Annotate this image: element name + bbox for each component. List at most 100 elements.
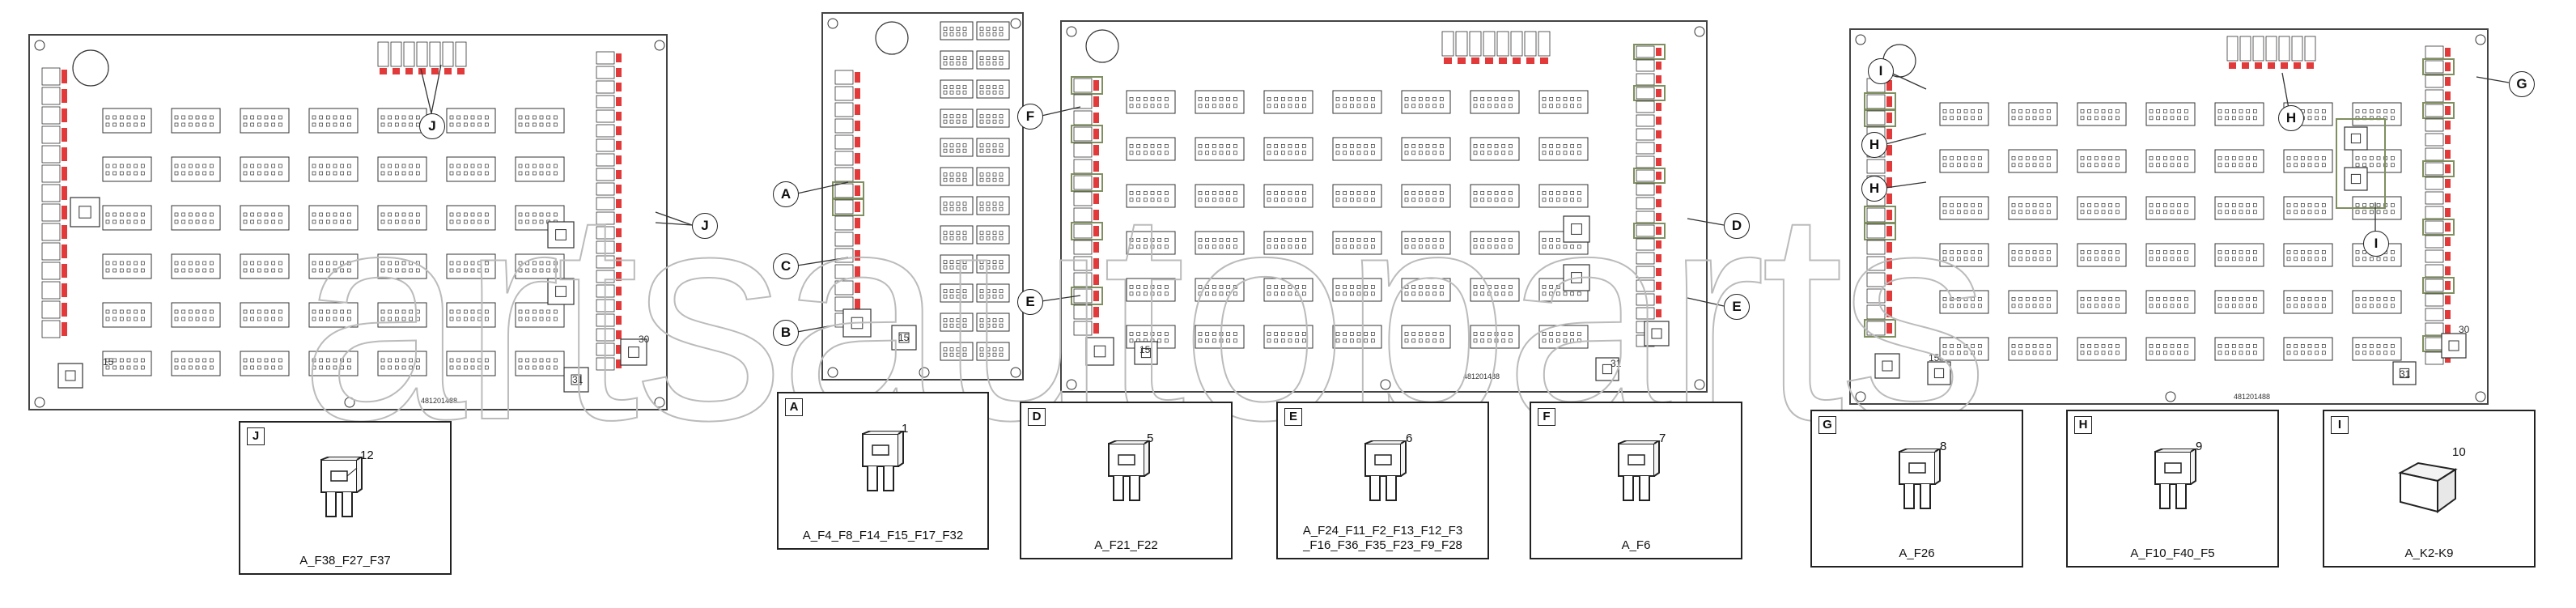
fuse-slot xyxy=(2425,45,2444,59)
mount-screw xyxy=(654,397,665,408)
fuse-red-marker xyxy=(1093,323,1099,334)
mount-screw xyxy=(34,40,45,51)
fuse-red-marker xyxy=(616,243,622,252)
fuse-slot xyxy=(1636,252,1655,265)
fuse-red-marker xyxy=(855,202,860,212)
legend-box-j: J 12 A_F38_F27_F37 xyxy=(239,421,452,575)
fuse-red-marker xyxy=(1093,161,1099,172)
connector-block xyxy=(377,156,427,182)
relay-socket xyxy=(891,325,917,351)
fuse-red-marker xyxy=(616,185,622,193)
fuse-red-marker xyxy=(2445,325,2451,334)
legend-label: A_F10_F40_F5 xyxy=(2130,546,2215,560)
relay-socket xyxy=(1644,321,1670,347)
fuse-slot xyxy=(596,211,615,225)
connector-block xyxy=(940,167,974,186)
fuse-slot xyxy=(41,281,61,300)
connector-block xyxy=(2008,149,2058,173)
fuse-slot xyxy=(1636,279,1655,292)
callout-i-top: I xyxy=(1868,58,1894,84)
fuse-red-marker xyxy=(444,68,452,74)
connector-block xyxy=(940,225,974,244)
fuse-slot xyxy=(2425,235,2444,249)
fuse-slot xyxy=(2425,278,2444,292)
connector-block xyxy=(1195,184,1245,208)
connector-block xyxy=(2214,290,2264,314)
connector-block xyxy=(940,313,974,332)
blade-fuse-icon xyxy=(1899,449,1942,509)
connector-block xyxy=(377,351,427,376)
connector-block xyxy=(2077,243,2127,267)
connector-block xyxy=(102,302,152,328)
fuse-slot xyxy=(1866,223,1886,239)
fuse-red-marker xyxy=(1540,57,1548,64)
relay-30-label-b4: 30 xyxy=(2459,324,2470,335)
connector-block xyxy=(976,79,1010,99)
fuse-slot xyxy=(1441,31,1454,57)
connector-block xyxy=(1470,137,1520,161)
fuse-red-marker xyxy=(855,299,860,309)
legend-box-f: F 7 A_F6 xyxy=(1530,402,1742,559)
connector-block xyxy=(1939,102,1989,126)
fuse-red-marker xyxy=(2445,164,2451,173)
relay-31-label-b3: 31 xyxy=(1611,358,1622,369)
fuse-red-marker xyxy=(2445,237,2451,246)
fuse-red-marker xyxy=(616,345,622,354)
fuse-slot xyxy=(1636,210,1655,223)
relay-31-label-b1: 31 xyxy=(572,374,584,385)
relay-15-label-b3: 15 xyxy=(1139,344,1151,355)
mount-screw xyxy=(654,40,665,51)
fuse-red-marker xyxy=(616,228,622,237)
fuse-red-marker xyxy=(1656,158,1661,166)
fuse-red-marker xyxy=(2445,135,2451,144)
legend-number: 8 xyxy=(1940,440,1947,453)
fuse-slot xyxy=(834,183,854,198)
connector-block xyxy=(1401,90,1451,114)
fuse-red-marker xyxy=(1485,57,1493,64)
connector-block xyxy=(2145,337,2196,361)
connector-block xyxy=(1332,137,1382,161)
fuse-slot xyxy=(834,232,854,247)
connector-block xyxy=(2214,149,2264,173)
fuse-red-marker xyxy=(2229,62,2236,69)
fuse-red-marker xyxy=(616,316,622,325)
fuse-slot xyxy=(1636,238,1655,251)
connector-block xyxy=(102,205,152,231)
fuse-slot xyxy=(2239,36,2251,62)
fuse-red-marker xyxy=(1656,268,1661,276)
fuse-slot xyxy=(1510,31,1523,57)
connector-block xyxy=(2145,149,2196,173)
fuse-slot xyxy=(1073,256,1093,271)
fuse-board-1 xyxy=(28,34,668,410)
connector-block xyxy=(976,167,1010,186)
connector-block xyxy=(2214,102,2264,126)
relay-socket xyxy=(2441,333,2467,359)
connector-block xyxy=(940,254,974,274)
connector-block xyxy=(1401,137,1451,161)
mount-screw xyxy=(1694,26,1705,37)
fuse-red-marker xyxy=(616,112,622,121)
connector-block xyxy=(2283,196,2333,220)
fuse-red-marker xyxy=(1656,240,1661,249)
mount-screw xyxy=(344,397,355,408)
fuse-red-marker xyxy=(855,266,860,277)
fuse-slot xyxy=(2425,337,2444,351)
fuse-slot xyxy=(2425,147,2444,161)
fuse-slot xyxy=(41,164,61,183)
fuse-red-marker xyxy=(855,234,860,244)
fuse-red-marker xyxy=(1656,254,1661,262)
fuse-slot xyxy=(596,240,615,254)
connector-block xyxy=(940,21,974,40)
fuse-slot xyxy=(2226,36,2239,62)
connector-block xyxy=(1470,231,1520,255)
fuse-slot xyxy=(1073,240,1093,255)
connector-block xyxy=(1332,231,1382,255)
fuse-red-marker xyxy=(1656,185,1661,193)
fuse-slot xyxy=(2425,206,2444,219)
fuse-slot xyxy=(834,248,854,263)
fuse-slot xyxy=(1866,110,1886,125)
connector-block xyxy=(2283,149,2333,173)
fuse-slot xyxy=(1636,45,1655,58)
mount-screw xyxy=(1380,379,1391,390)
connector-block xyxy=(377,302,427,328)
